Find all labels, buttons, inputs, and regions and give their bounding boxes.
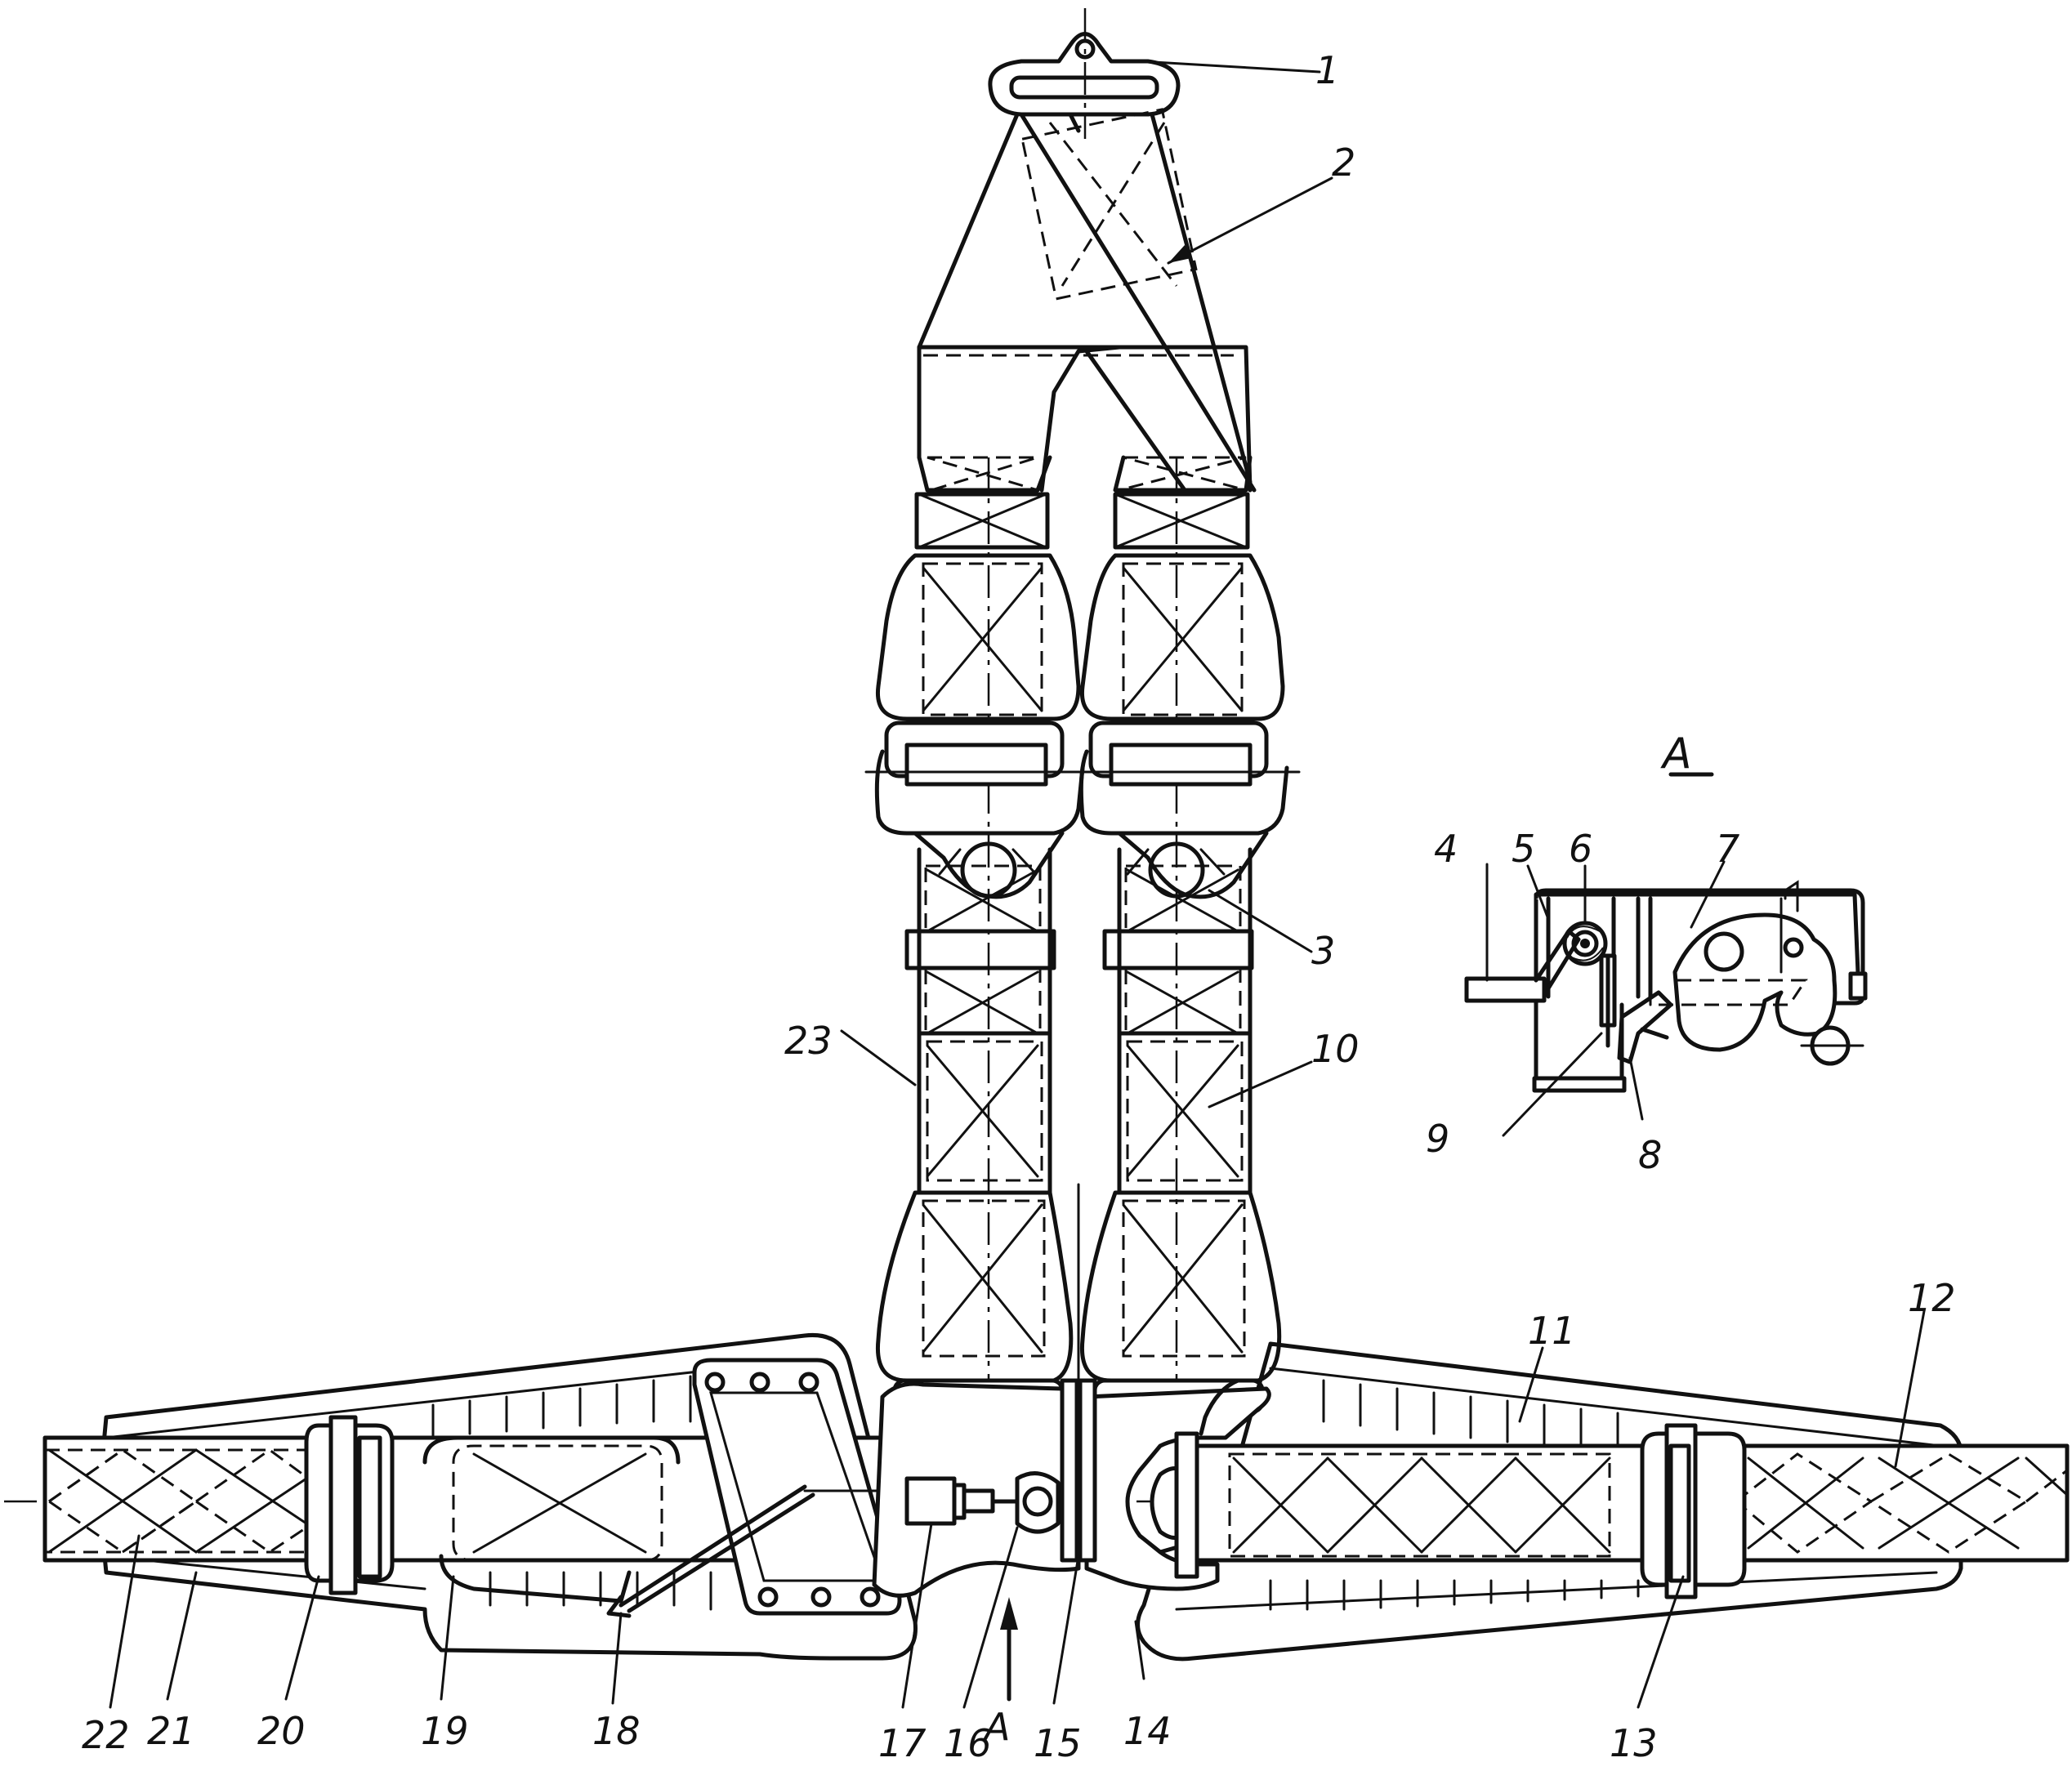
label-12: 12 [1908, 1276, 1956, 1320]
label-17: 17 [878, 1721, 927, 1765]
top-buckle [988, 32, 1181, 117]
label-1: 1 [1315, 48, 1339, 92]
callout-labels: 1 2 3 4 5 6 7 8 9 10 11 12 13 14 15 16 1… [82, 48, 1956, 1765]
right-adjuster [1640, 1423, 1747, 1599]
view-a-detail [1464, 772, 1868, 1093]
label-18: 18 [592, 1709, 641, 1753]
label-19: 19 [421, 1709, 469, 1753]
label-20: 20 [257, 1709, 306, 1753]
label-7: 7 [1716, 827, 1739, 871]
label-3: 3 [1311, 929, 1335, 973]
label-21: 21 [147, 1709, 195, 1753]
label-13: 13 [1610, 1721, 1658, 1765]
label-8: 8 [1638, 1133, 1662, 1177]
label-10: 10 [1311, 1027, 1360, 1071]
label-6: 6 [1569, 827, 1592, 871]
leader-lines [109, 60, 1926, 1709]
left-shoulder-harness [864, 455, 1096, 1414]
label-14: 14 [1123, 1709, 1172, 1753]
label-11: 11 [1528, 1309, 1576, 1353]
label-2: 2 [1332, 141, 1355, 185]
view-a-title: A [1660, 729, 1692, 778]
left-adjuster [304, 1415, 395, 1595]
shoulder-straps-upper [917, 108, 1257, 493]
label-4: 4 [1434, 827, 1458, 871]
center-lock [872, 1378, 1271, 1598]
label-5: 5 [1512, 827, 1535, 871]
label-22: 22 [82, 1713, 130, 1757]
label-23: 23 [784, 1019, 833, 1063]
label-15: 15 [1034, 1721, 1082, 1765]
right-lap-webbing [1174, 1443, 2070, 1563]
view-a-arrow-label: A [982, 1705, 1010, 1749]
label-9: 9 [1426, 1117, 1449, 1161]
label-16: 16 [944, 1721, 992, 1765]
right-shoulder-harness [1069, 455, 1301, 1414]
